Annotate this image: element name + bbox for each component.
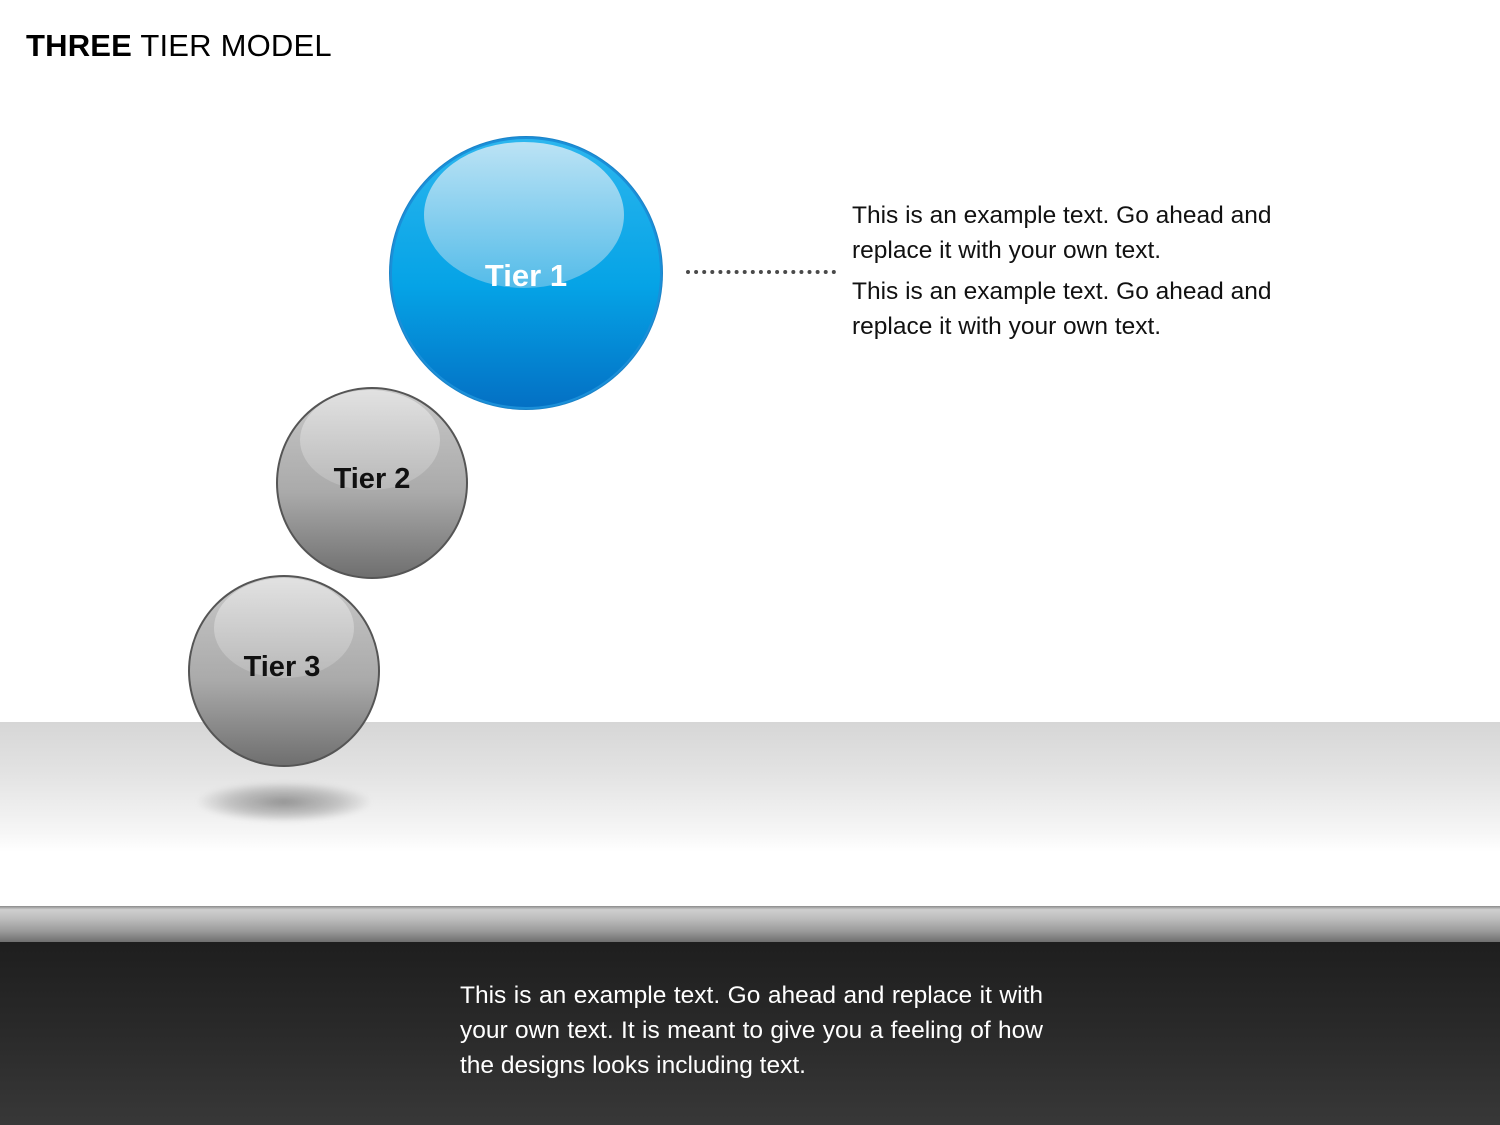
tier2-sphere xyxy=(276,387,468,579)
dotted-connector xyxy=(686,270,836,279)
sphere-shadow xyxy=(198,782,370,822)
description-paragraph: This is an example text. Go ahead and re… xyxy=(852,278,1272,340)
title-rest: TIER MODEL xyxy=(140,28,332,63)
slide-title: THREE TIER MODEL xyxy=(26,28,332,64)
footer-bar xyxy=(0,942,1500,1125)
footer-metal-strip xyxy=(0,906,1500,942)
tier2-label: Tier 2 xyxy=(333,463,411,495)
tier1-label: Tier 1 xyxy=(484,258,568,293)
title-bold: THREE xyxy=(26,28,133,63)
tier3-label: Tier 3 xyxy=(243,651,321,683)
tier-spheres xyxy=(188,136,663,767)
tier3-sphere xyxy=(188,575,380,767)
description-paragraph: This is an example text. Go ahead and re… xyxy=(852,202,1272,264)
tier1-sphere xyxy=(389,136,663,410)
footer-text: This is an example text. Go ahead and re… xyxy=(460,982,1043,1079)
tier1-description: This is an example text. Go ahead and re… xyxy=(852,198,1282,350)
